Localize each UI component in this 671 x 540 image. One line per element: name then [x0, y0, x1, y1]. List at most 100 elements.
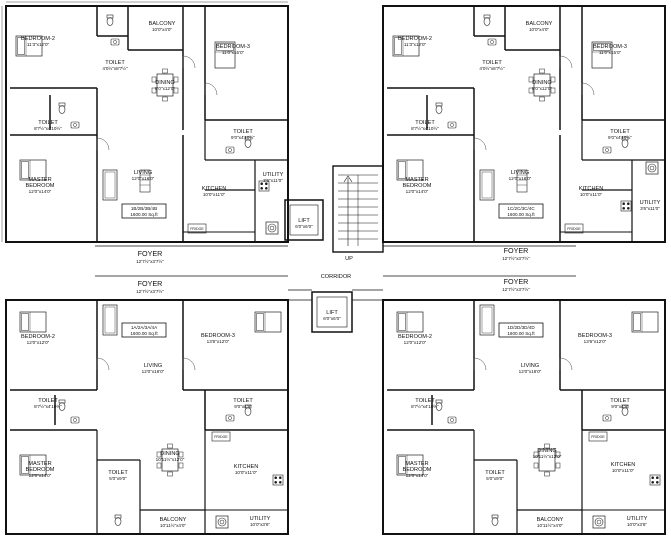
bl-balcony-dim: 10'11½"x4'0": [160, 522, 187, 528]
br-utility-label: UTILITY: [627, 516, 648, 522]
br-kitchen-dim: 10'0"x11'0": [612, 468, 635, 473]
tr-balcony-dim: 10'0"x4'0": [529, 27, 549, 32]
tr-master-dim: 12'0"x14'0": [406, 189, 429, 194]
bl-living-dim: 12'0"x16'0": [142, 369, 165, 374]
unit-top-left-labels: BALCONY 10'0"x4'0" BEDROOM-2 11'3"x12'0"…: [21, 21, 284, 231]
central-core: [95, 165, 576, 333]
tr-master-label: MASTER: [405, 177, 428, 183]
lift-top-dim: 6'0"x6'0": [295, 224, 313, 229]
tr-kitchen-dim: 10'0"x11'0": [580, 192, 603, 197]
tl-toilet1-dim: 4'0½"x8'7½": [102, 65, 128, 71]
bl-living-label: LIVING: [144, 363, 162, 369]
tl-bedroom2-dim: 11'3"x12'0": [27, 42, 50, 47]
bl-toilet1-label: TOILET: [38, 398, 58, 404]
tr-bedroom2-dim: 11'3"x12'0": [404, 42, 427, 47]
bl-master-label: MASTER: [28, 461, 51, 467]
tr-foyer-dim: 12'7½"x3'7½": [502, 255, 530, 261]
br-toilet3-dim: 5'0"x9'0": [486, 476, 504, 481]
tl-unit-area: 1600.00 Sq.ft: [130, 212, 158, 217]
bl-unit-area: 1600.00 Sq.ft: [130, 331, 158, 336]
unit-bottom-right-fixtures: [396, 304, 661, 529]
tr-toilet3-label: TOILET: [610, 129, 630, 135]
tr-bedroom3-label: BEDROOM-3: [593, 44, 627, 50]
bl-foyer-dim: 12'7½"x3'7½": [136, 288, 164, 294]
tl-master-dim: 12'0"x14'0": [29, 189, 52, 194]
br-bedroom2-dim: 12'0"x12'0": [404, 340, 427, 345]
tr-utility-label: UTILITY: [640, 200, 661, 206]
br-toilet2-label: TOILET: [610, 398, 630, 404]
br-master-dim: 12'0"x14'0": [406, 473, 429, 478]
tl-kitchen-dim: 10'0"x11'0": [203, 192, 226, 197]
bl-unit-code: 1A/2A/3A/4A: [131, 325, 158, 330]
br-utility-dim: 10'0"x3'6": [627, 522, 647, 527]
unit-top-right: [382, 5, 666, 243]
br-bedroom3-dim: 13'6"x12'0": [584, 339, 607, 344]
br-living-label: LIVING: [521, 363, 539, 369]
unit-bottom-left-labels: BEDROOM-2 12'0"x12'0" 1A/2A/3A/4A 1600.0…: [21, 322, 271, 528]
tr-fridge-label: FRIDGE: [567, 227, 581, 231]
br-kitchen-label: KITCHEN: [611, 462, 636, 468]
tl-dining-label: DINING: [155, 80, 175, 86]
tr-living-label: LIVING: [511, 170, 529, 176]
bl-bedroom2-dim: 12'0"x12'0": [27, 340, 50, 345]
tl-foyer-dim: 12'7½"x3'7½": [136, 258, 164, 264]
bl-kitchen-dim: 10'0"x11'0": [235, 470, 258, 475]
tl-toilet2-label: TOILET: [38, 120, 58, 126]
tl-bedroom3-dim: 11'0"x15'0": [222, 50, 245, 55]
bl-master-dim: 12'0"x14'0": [29, 473, 52, 478]
tl-master-label2: BEDROOM: [26, 183, 55, 189]
bl-dining-label: DINING: [160, 451, 180, 457]
tr-kitchen-label: KITCHEN: [579, 186, 604, 192]
tl-bedroom2-label: BEDROOM-2: [21, 36, 55, 42]
tr-unit-code: 1C/2C/3C/4C: [507, 206, 535, 211]
tr-master-label2: BEDROOM: [403, 183, 432, 189]
tl-foyer-label: FOYER: [138, 249, 163, 258]
unit-top-right-fixtures: [392, 14, 659, 234]
unit-top-left-fixtures: [15, 14, 279, 235]
tl-toilet1-label: TOILET: [105, 60, 125, 66]
br-balcony-label: BALCONY: [537, 517, 564, 523]
bl-toilet2-dim: 9'0"x4'9": [234, 404, 252, 409]
tr-unit-area: 1600.00 Sq.ft: [507, 212, 535, 217]
br-bedroom2-label: BEDROOM-2: [398, 334, 432, 340]
br-dining-label: DINING: [537, 448, 557, 454]
tl-toilet3-dim: 9'0"x4'10½": [231, 134, 255, 140]
unit-top-right-labels: BALCONY 10'0"x4'0" BEDROOM-2 11'3"x12'0"…: [398, 21, 661, 231]
tl-living-dim: 12'0"x16'0": [132, 176, 155, 181]
tl-fridge-label: FRIDGE: [190, 227, 204, 231]
bl-utility-dim: 10'0"x3'6": [250, 522, 270, 527]
tl-utility-dim: 3'6"x11'0": [263, 178, 283, 183]
br-unit-code: 1D/2D/3D/4D: [507, 325, 535, 330]
tl-utility-label: UTILITY: [263, 172, 284, 178]
tl-toilet3-label: TOILET: [233, 129, 253, 135]
br-toilet1-label: TOILET: [415, 398, 435, 404]
bl-balcony-label: BALCONY: [160, 517, 187, 523]
tr-dining-label: DINING: [532, 80, 552, 86]
br-dining-dim: 10'11½"x12'0": [533, 453, 562, 459]
br-balcony-dim: 10'11½"x4'0": [537, 522, 564, 528]
br-living-dim: 12'0"x16'0": [519, 369, 542, 374]
unit-top-left: [1, 1, 289, 243]
tr-dining-dim: 8'0"x12'0": [532, 86, 552, 91]
bl-bedroom3-dim: 13'6"x12'0": [207, 339, 230, 344]
tl-unit-code: 1B/2B/3B/4B: [131, 206, 157, 211]
br-toilet3-label: TOILET: [485, 470, 505, 476]
tl-balcony-label: BALCONY: [149, 21, 176, 27]
br-master-label2: BEDROOM: [403, 467, 432, 473]
corridor-label: CORRIDOR: [321, 274, 351, 280]
bl-master-label2: BEDROOM: [26, 467, 55, 473]
tl-dining-dim: 8'0"x12'0": [155, 86, 175, 91]
tr-toilet2-dim: 8'7½"x4'10½": [411, 125, 439, 131]
br-bedroom3-label: BEDROOM-3: [578, 333, 612, 339]
bl-toilet1-dim: 8'7½"x4'10½": [34, 403, 62, 409]
central-core-labels: LIFT 6'0"x6'0" UP CORRIDOR LIFT 6'0"x6'0…: [136, 218, 530, 321]
br-unit-area: 1600.00 Sq.ft: [507, 331, 535, 336]
tl-kitchen-label: KITCHEN: [202, 186, 227, 192]
br-foyer-dim: 12'7½"x3'7½": [502, 286, 530, 292]
br-fridge-label: FRIDGE: [591, 435, 605, 439]
tr-toilet1-label: TOILET: [482, 60, 502, 66]
unit-bottom-left-fixtures: [19, 304, 284, 529]
tr-utility-dim: 3'6"x11'0": [640, 206, 660, 211]
tr-bedroom2-label: BEDROOM-2: [398, 36, 432, 42]
